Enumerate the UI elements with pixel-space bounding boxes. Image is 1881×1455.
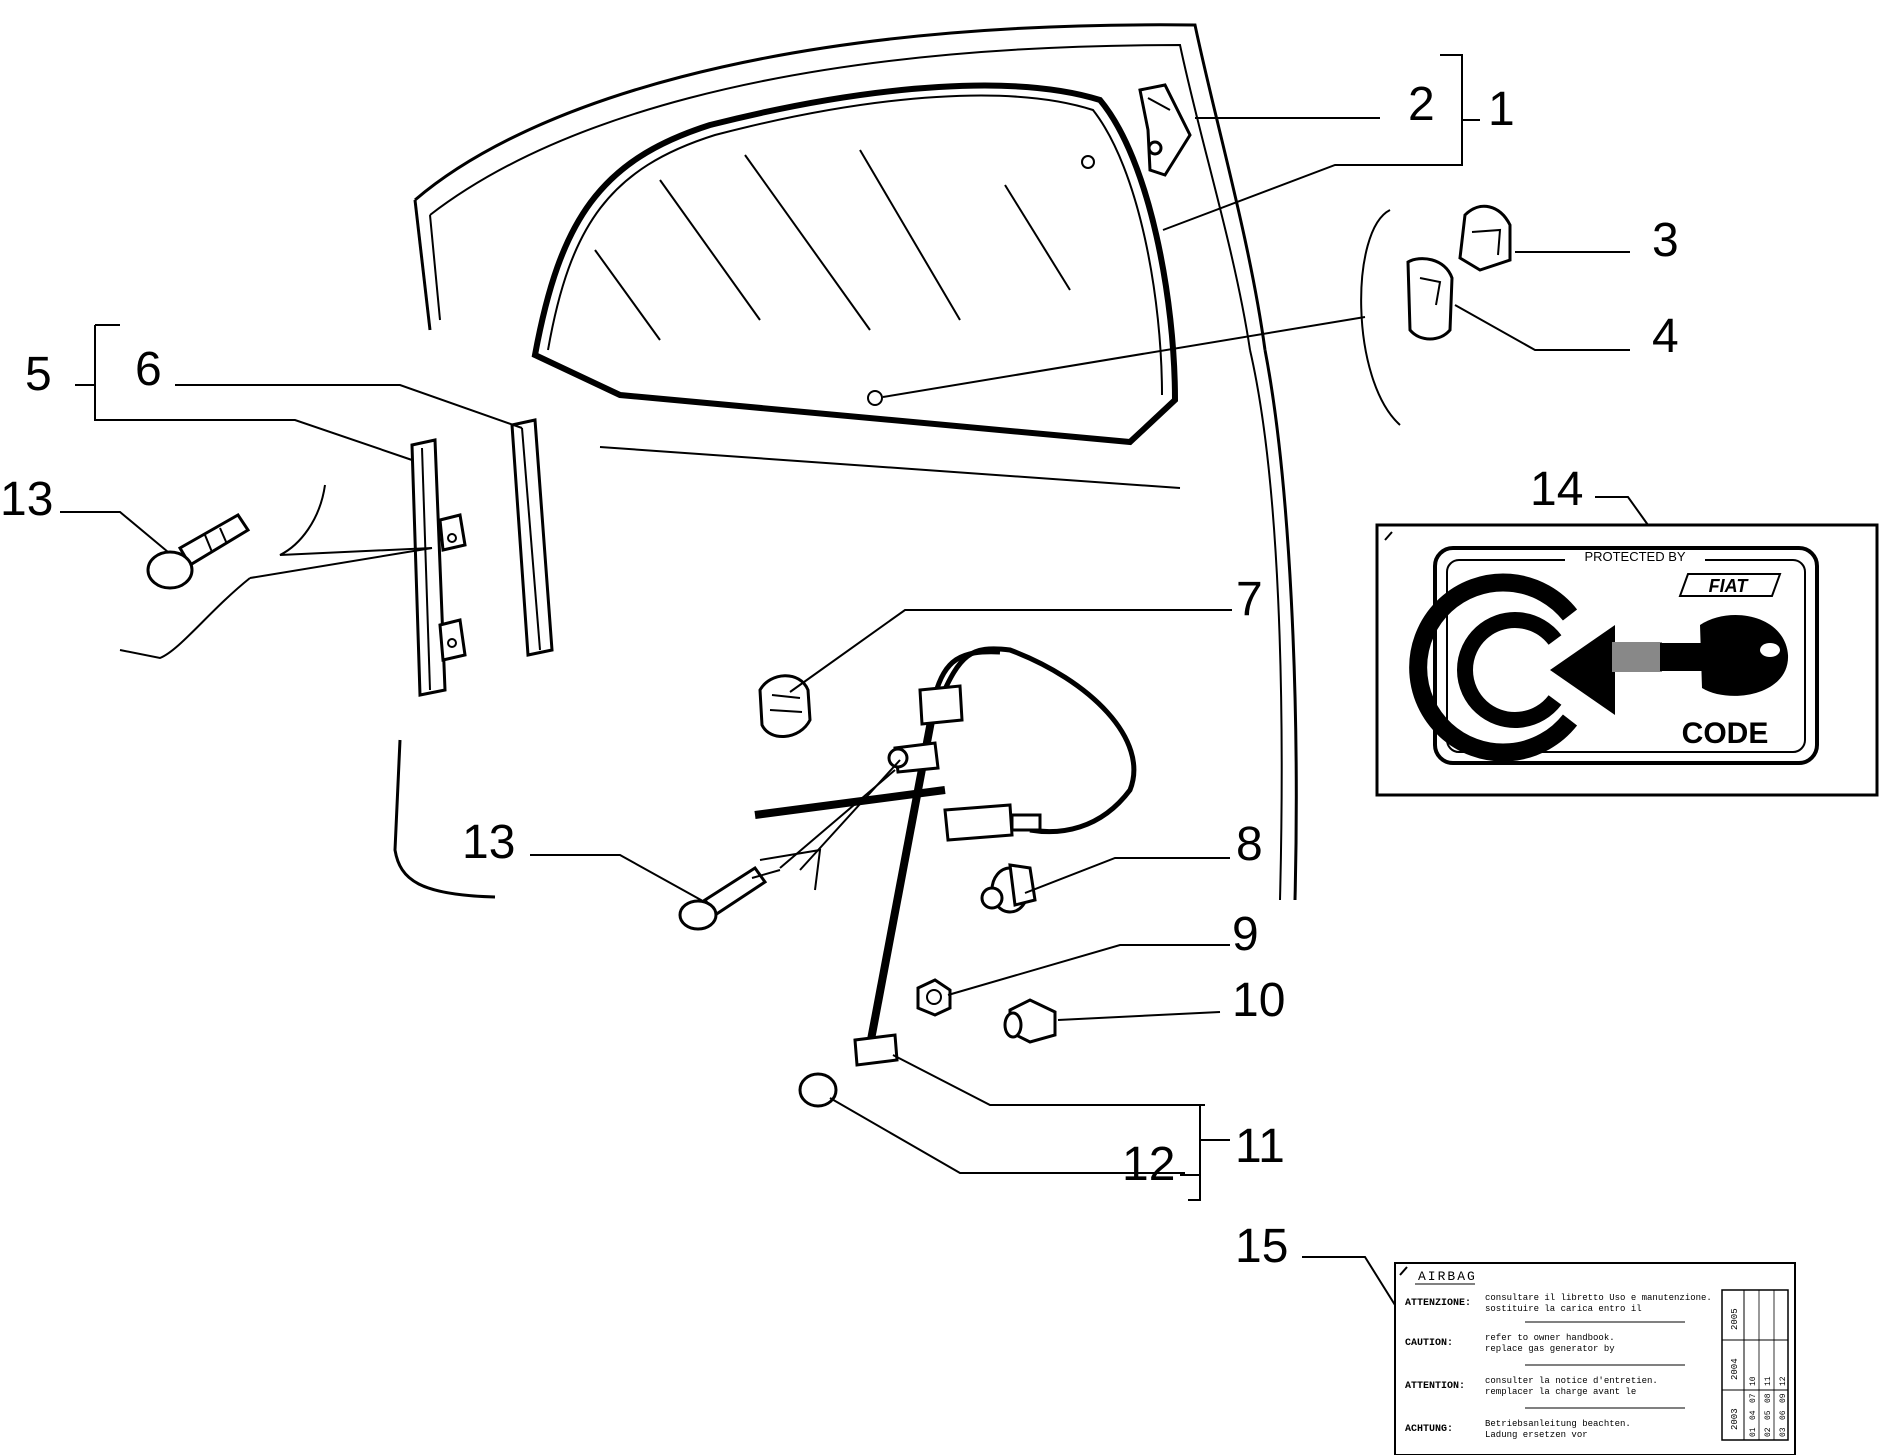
airbag-row-fr: ATTENTION: consulter la notice d'entreti… — [1405, 1376, 1658, 1397]
door-outline — [393, 23, 1298, 901]
callout-8: 8 — [1236, 818, 1263, 871]
row-line-2: sostituire la carica entro il — [1485, 1304, 1642, 1314]
nut — [916, 978, 952, 1017]
glass-clip — [1138, 83, 1192, 177]
month-label: 09 — [1779, 1393, 1788, 1403]
fiat-logo: FIAT — [1678, 573, 1782, 597]
month-label: 08 — [1764, 1393, 1773, 1403]
code-text: CODE — [1682, 717, 1769, 750]
month-label: 02 — [1764, 1427, 1773, 1437]
bolt-middle — [678, 865, 768, 931]
bolt-left — [146, 513, 251, 590]
window-regulator — [754, 646, 1137, 1108]
row-line-1: Betriebsanleitung beachten. — [1485, 1419, 1631, 1429]
month-label: 10 — [1749, 1376, 1758, 1386]
airbag-title: AIRBAG — [1418, 1269, 1477, 1284]
callout-9: 9 — [1232, 908, 1259, 961]
key-icon — [1700, 615, 1789, 696]
row-heading: ATTENZIONE: — [1405, 1298, 1471, 1309]
guide-channel — [410, 438, 467, 697]
callout-6: 6 — [135, 343, 162, 396]
month-label: 01 — [1749, 1427, 1758, 1437]
row-heading: CAUTION: — [1405, 1338, 1453, 1349]
airbag-row-de: ACHTUNG: Betriebsanleitung beachten. Lad… — [1405, 1419, 1631, 1440]
month-label: 07 — [1749, 1393, 1758, 1403]
row-line-2: remplacer la charge avant le — [1485, 1387, 1636, 1397]
row-heading: ACHTUNG: — [1405, 1424, 1453, 1435]
callout-5: 5 — [25, 348, 52, 401]
callout-4: 4 — [1652, 310, 1679, 363]
code-symbol-icon — [1409, 573, 1705, 762]
row-line-1: consulter la notice d'entretien. — [1485, 1376, 1658, 1386]
callout-10: 10 — [1232, 974, 1285, 1027]
callout-12: 12 — [1122, 1138, 1175, 1191]
callout-2: 2 — [1408, 78, 1435, 131]
airbag-row-it: ATTENZIONE: consultare il libretto Uso e… — [1405, 1293, 1712, 1314]
year-label: 2004 — [1730, 1358, 1740, 1380]
row-line-2: replace gas generator by — [1485, 1344, 1615, 1354]
protected-by-text: PROTECTED BY — [1584, 549, 1685, 564]
airbag-row-en: CAUTION: refer to owner handbook. replac… — [1405, 1333, 1615, 1354]
year-label: 2003 — [1730, 1408, 1740, 1430]
fiat-brand-text: FIAT — [1709, 576, 1750, 596]
callout-15: 15 — [1235, 1220, 1288, 1273]
callout-7: 7 — [1236, 573, 1263, 626]
airbag-label: AIRBAG ATTENZIONE: consultare il librett… — [1394, 1262, 1796, 1455]
regulator-clip — [980, 863, 1037, 914]
month-label: 03 — [1779, 1427, 1788, 1437]
month-label: 11 — [1764, 1376, 1773, 1386]
row-line-1: consultare il libretto Uso e manutenzion… — [1485, 1293, 1712, 1303]
airbag-date-grid: 2003 2004 2005 01 02 03 04 05 06 07 08 0… — [1721, 1289, 1789, 1441]
cable-clip — [758, 674, 812, 738]
row-line-1: refer to owner handbook. — [1485, 1333, 1615, 1343]
plug — [1003, 998, 1057, 1044]
code-label: PROTECTED BY FIAT CODE — [1375, 523, 1879, 797]
callout-3: 3 — [1652, 214, 1679, 267]
row-line-2: Ladung ersetzen vor — [1485, 1430, 1588, 1440]
callout-11: 11 — [1235, 1120, 1285, 1173]
month-label: 05 — [1764, 1410, 1773, 1420]
leader-lines — [60, 54, 1649, 1306]
window-glass — [531, 82, 1179, 446]
year-label: 2005 — [1730, 1308, 1740, 1330]
month-label: 06 — [1779, 1410, 1788, 1420]
bezel-cap-group — [1360, 204, 1512, 426]
callout-13-middle: 13 — [462, 816, 515, 869]
callout-1: 1 — [1488, 83, 1515, 136]
month-label: 12 — [1779, 1376, 1788, 1386]
callout-14: 14 — [1530, 463, 1583, 516]
seal-strip — [510, 418, 554, 657]
callout-13-left: 13 — [0, 473, 53, 526]
row-heading: ATTENTION: — [1405, 1381, 1465, 1392]
month-label: 04 — [1749, 1410, 1758, 1420]
callout-labels: 2 1 3 4 5 6 13 7 13 8 9 10 11 12 14 15 — [0, 78, 1679, 1273]
